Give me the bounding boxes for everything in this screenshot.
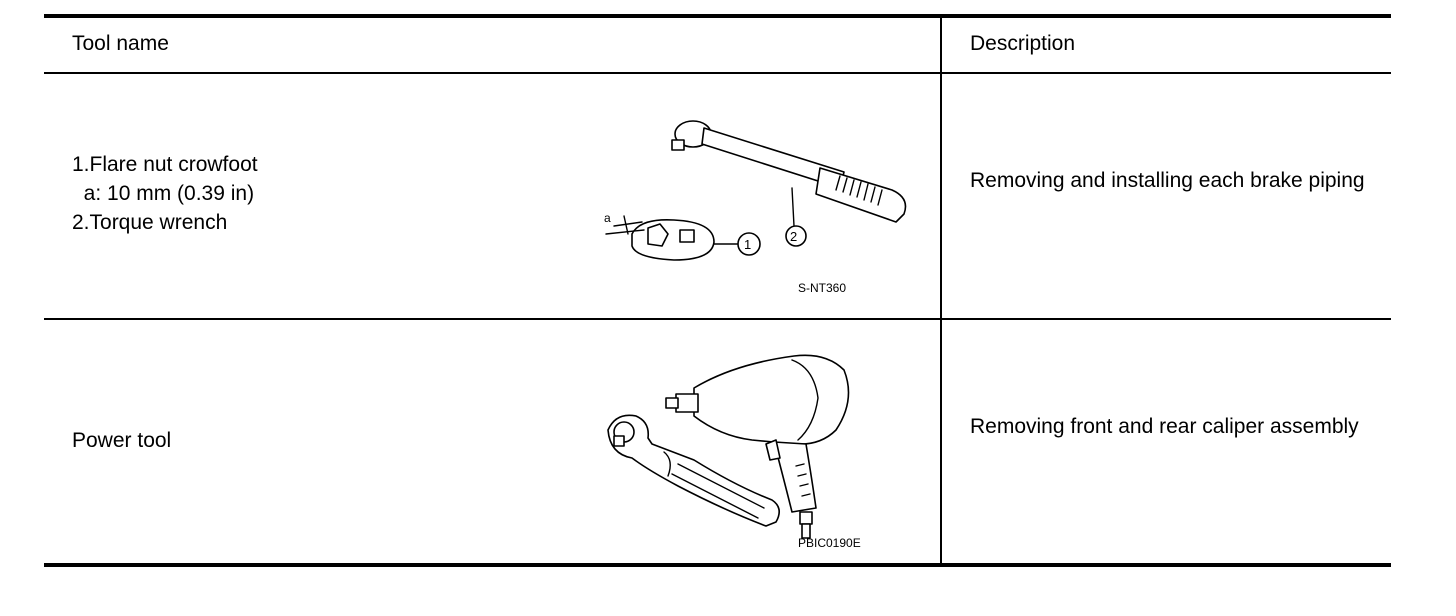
figure-code: S-NT360 xyxy=(798,281,847,295)
figure-label-1: 1 xyxy=(744,237,751,252)
crowfoot-torque-wrench-drawing: 2 a 1 xyxy=(604,120,907,261)
tool-name-cell: Power tool xyxy=(72,429,172,452)
description-cell: Removing and installing each brake pipin… xyxy=(970,169,1365,192)
special-tools-table: Tool name Description 1.Flare nut crowfo… xyxy=(44,14,1391,567)
header-tool-name: Tool name xyxy=(72,32,169,55)
power-tools-drawing xyxy=(607,354,850,539)
figure-label-a: a xyxy=(604,211,611,225)
table-row: Power tool xyxy=(44,320,1391,563)
tool-figure-power-tools: PBIC0190E xyxy=(544,340,904,560)
column-divider xyxy=(940,320,942,563)
tool-figure-crowfoot-torque-wrench: 2 a 1 S-NT360 xyxy=(544,110,907,310)
column-divider xyxy=(940,18,942,72)
column-divider xyxy=(940,74,942,318)
tool-name-cell: 1.Flare nut crowfoot a: 10 mm (0.39 in) … xyxy=(72,153,258,234)
description-cell: Removing front and rear caliper assembly xyxy=(970,415,1359,438)
table-row: 1.Flare nut crowfoot a: 10 mm (0.39 in) … xyxy=(44,74,1391,320)
table-header-row: Tool name Description xyxy=(44,18,1391,74)
figure-label-2: 2 xyxy=(790,229,797,244)
figure-code: PBIC0190E xyxy=(798,536,861,550)
header-description: Description xyxy=(970,32,1076,55)
